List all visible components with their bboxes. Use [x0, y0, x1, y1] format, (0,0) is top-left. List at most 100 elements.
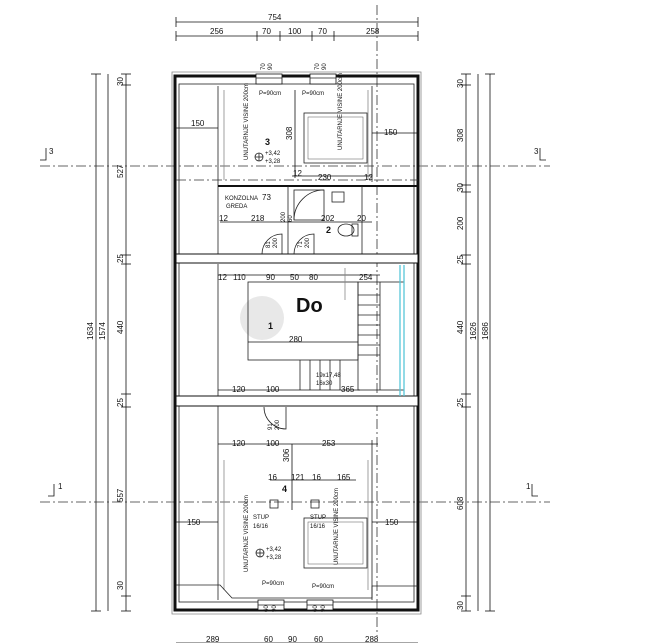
- dim-bottom-seg-1: 289: [206, 635, 220, 643]
- roof-window-1-label: UNUTARNJE VISINE 200cm: [244, 83, 250, 160]
- room-3-level-1: +3,42: [265, 151, 281, 157]
- dim-left-seg-7: 30: [116, 581, 125, 590]
- column-1-label-1: STUP: [253, 515, 269, 521]
- dim-100-b: 100: [266, 439, 280, 448]
- dim-left-seg-6: 557: [116, 488, 125, 502]
- dim-right-seg-8: 608: [456, 496, 465, 510]
- section-3-left-label: 3: [49, 147, 54, 156]
- dim-left-inner: 1574: [98, 322, 107, 340]
- dim-50: 50: [290, 273, 299, 282]
- dim-right-seg-9: 30: [456, 601, 465, 610]
- room-2-bathroom: 2 71 200: [293, 189, 359, 255]
- column-1-icon: [269, 499, 279, 509]
- left-dimension-chain: 1634 1574 30 527 25 440 25 557 30: [86, 73, 131, 612]
- stair-label-2: 16x30: [316, 381, 333, 387]
- cross-walls: [175, 253, 419, 407]
- dim-150-c: 150: [187, 518, 201, 527]
- dim-top-seg-5: 258: [366, 27, 380, 36]
- dim-right-seg-7: 25: [456, 398, 465, 407]
- dim-20: 20: [357, 214, 366, 223]
- dim-bottom-win-3: 60: [313, 605, 319, 612]
- dim-bottom-win-1: 60: [264, 605, 270, 612]
- dim-73: 73: [262, 193, 271, 202]
- dim-bottom-seg-3: 90: [288, 635, 297, 643]
- dim-left-outer: 1634: [86, 322, 95, 340]
- window-bottom-right-label: P=90cm: [312, 584, 334, 590]
- dim-90: 90: [266, 273, 275, 282]
- sink-icon: [331, 191, 345, 203]
- dim-top-seg-1: 256: [210, 27, 224, 36]
- dim-top-total: 754: [268, 13, 282, 22]
- dim-left-seg-2: 527: [116, 164, 125, 178]
- bottom-windows: P=90cm P=90cm 60 90 60 90: [257, 581, 334, 612]
- dim-top-win-1: 70: [261, 63, 267, 70]
- dim-left-seg-1: 30: [116, 77, 125, 86]
- dim-right-seg-5: 25: [456, 255, 465, 264]
- dim-150-a: 150: [191, 119, 205, 128]
- column-2-icon: [310, 499, 320, 509]
- section-1-right-label: 1: [526, 482, 531, 491]
- dim-right-seg-3: 30: [456, 183, 465, 192]
- top-window-widths: 70 90 70 90: [261, 63, 328, 70]
- dim-365: 365: [341, 385, 355, 394]
- section-1-left-label: 1: [58, 482, 63, 491]
- column-2-label-2: 16/16: [310, 524, 326, 530]
- dim-top-seg-4: 70: [318, 27, 327, 36]
- section-line-1: 1 1: [40, 482, 550, 503]
- dim-top-seg-3: 100: [288, 27, 302, 36]
- dim-81: 81: [266, 241, 272, 248]
- outer-walls: [171, 71, 422, 615]
- dim-bottom-win-4: 90: [321, 605, 327, 612]
- window-bottom-left-label: P=90cm: [262, 581, 284, 587]
- dim-306-a: 306: [282, 448, 291, 462]
- dim-top-seg-2: 70: [262, 27, 271, 36]
- dim-12-a: 12: [293, 169, 302, 178]
- dim-12-c: 12: [219, 214, 228, 223]
- dim-top-win-4: 90: [322, 63, 328, 70]
- top-windows: P=90cm P=90cm: [255, 73, 337, 97]
- section-3-right-label: 3: [534, 147, 539, 156]
- dim-80: 80: [309, 273, 318, 282]
- staircase: 19x17,48 16x30: [299, 265, 405, 396]
- dim-100-a: 100: [266, 385, 280, 394]
- dim-150-d: 150: [385, 518, 399, 527]
- dim-200-a: 200: [281, 211, 287, 222]
- dim-right-seg-4: 200: [456, 216, 465, 230]
- toilet-icon: [337, 223, 355, 237]
- watermark-logo: Do: [240, 295, 323, 340]
- dim-280: 280: [289, 335, 303, 344]
- room-3-number: 3: [265, 137, 270, 147]
- window-top-left-label: P=90cm: [259, 91, 281, 97]
- dim-bottom-seg-5: 288: [365, 635, 379, 643]
- beam-label-line2: GREDA: [226, 204, 247, 210]
- dim-left-seg-4: 440: [116, 320, 125, 334]
- bottom-dimension-chain: 289 60 90 60 288: [176, 635, 418, 643]
- top-dimension-chain: 754 256 70 100 70 258: [175, 5, 419, 636]
- room-4: 91 200 120 100 253 306 16 121 16 165 4 S…: [176, 406, 418, 600]
- room-3-level-2: +3,28: [265, 159, 281, 165]
- dim-218: 218: [251, 214, 265, 223]
- window-top-right-label: P=90cm: [302, 91, 324, 97]
- room-4-level-2: +3,28: [266, 555, 282, 561]
- dim-left-seg-5: 25: [116, 398, 125, 407]
- dim-left-seg-3: 25: [116, 254, 125, 263]
- dim-71: 71: [298, 241, 304, 248]
- roof-window-2-label: UNUTARNJE VISINE 200cm: [338, 73, 344, 150]
- watermark-text: Do: [296, 295, 323, 317]
- dim-110: 110: [233, 273, 246, 282]
- dim-top-win-2: 90: [268, 63, 274, 70]
- dim-top-win-3: 70: [315, 63, 321, 70]
- dim-right-inner: 1626: [469, 322, 478, 340]
- room-4-level-1: +3,42: [266, 547, 282, 553]
- room-1-number: 1: [268, 321, 273, 331]
- dim-bottom-seg-2: 60: [264, 635, 273, 643]
- dim-253: 253: [322, 439, 336, 448]
- room-1-stair-hall: 12 110 90 50 80 254 280 1 1: [217, 264, 405, 396]
- dim-120-b: 120: [232, 439, 246, 448]
- dim-121: 121: [291, 473, 305, 482]
- roof-window-4-label: UNUTARNJE VISINE 200cm: [334, 488, 340, 565]
- dim-60: 60: [288, 215, 294, 222]
- dim-12-d: 12: [218, 273, 227, 282]
- stair-label-1: 19x17,48: [316, 373, 341, 379]
